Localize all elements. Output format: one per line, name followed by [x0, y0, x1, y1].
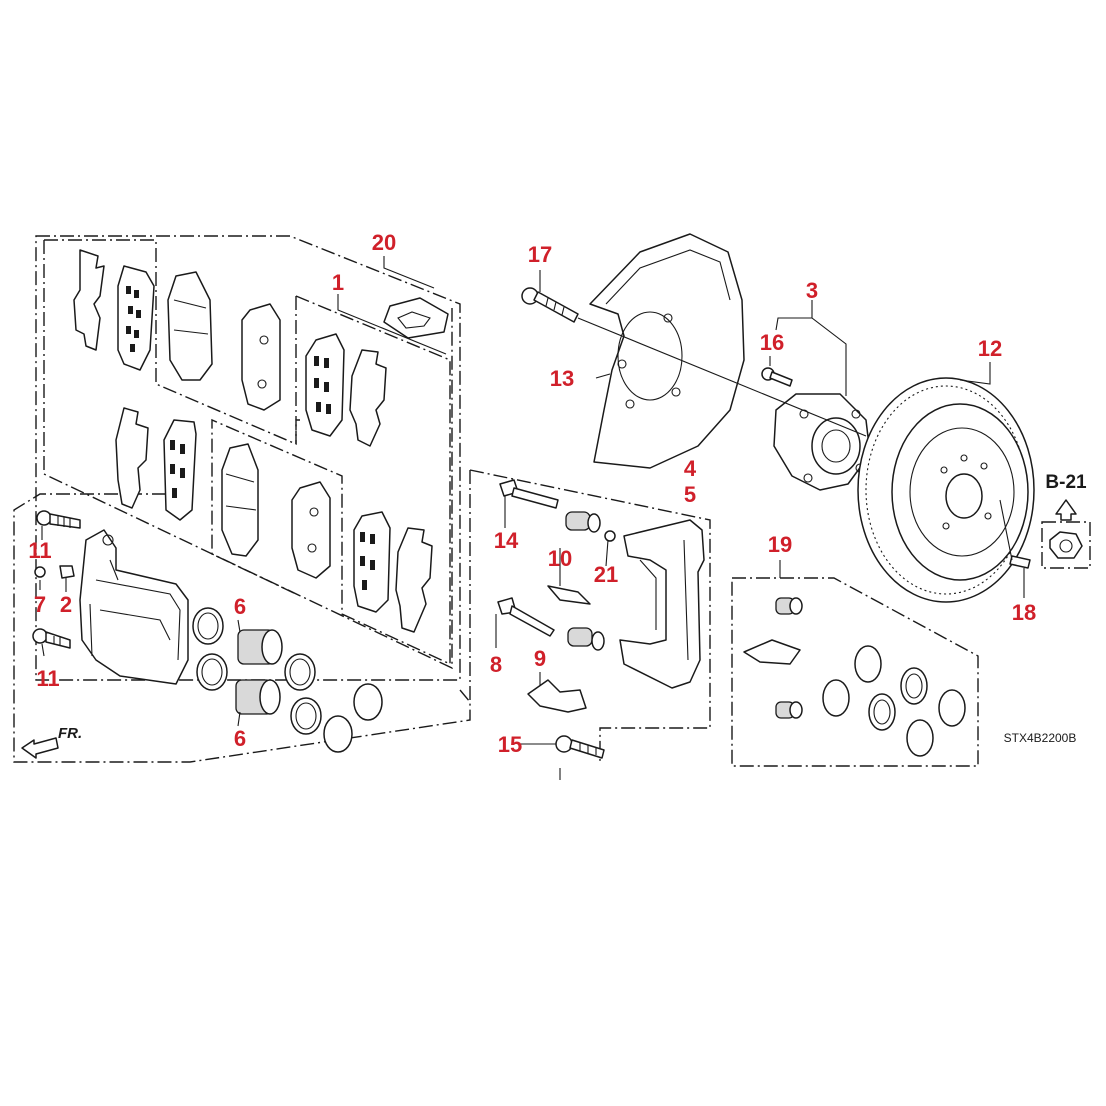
pad-shim-inner — [305, 297, 449, 447]
diagram-code: STX4B2200B — [1004, 731, 1077, 745]
bleeder-screw-2 — [59, 565, 75, 579]
caliper-bolt-11-upper — [36, 510, 81, 529]
bracket-bolt-15 — [555, 735, 605, 759]
callout-16: 16 — [760, 330, 784, 355]
group-box-19 — [731, 577, 979, 767]
callout-21: 21 — [594, 562, 618, 587]
guide-pin-14 — [499, 479, 559, 509]
callout-5: 5 — [684, 482, 696, 507]
callout-19: 19 — [768, 532, 792, 557]
callout-10: 10 — [548, 546, 572, 571]
callout-13: 13 — [550, 366, 574, 391]
splash-shield-13 — [589, 233, 745, 469]
pad-set-lower — [115, 407, 433, 633]
callout-6-lower: 6 — [234, 726, 246, 751]
group-box-1 — [211, 295, 451, 666]
retainer-9 — [527, 679, 587, 713]
caliper-body — [79, 529, 189, 685]
callout-11-upper: 11 — [28, 538, 51, 563]
callout-8: 8 — [490, 652, 502, 677]
callout-7: 7 — [34, 592, 46, 617]
cap-7 — [34, 566, 46, 578]
bushing-21 — [604, 530, 616, 542]
leader-lines — [39, 256, 1025, 780]
group-box-b21 — [1041, 521, 1091, 569]
piston-6 — [235, 629, 283, 715]
caliper-bracket-4-5 — [619, 519, 705, 689]
callout-9: 9 — [534, 646, 546, 671]
callout-1: 1 — [332, 270, 344, 295]
front-direction-arrow — [21, 737, 59, 759]
direction-label: FR. — [58, 725, 82, 742]
callout-12: 12 — [978, 336, 1002, 361]
callout-15: 15 — [498, 732, 522, 757]
callout-2: 2 — [60, 592, 72, 617]
callout-11-lower: 11 — [36, 666, 59, 691]
brake-pad — [167, 271, 281, 411]
callout-labels: 20 1 17 13 3 16 12 4 5 14 10 21 19 18 11… — [28, 230, 1036, 757]
guide-pin-8 — [497, 597, 555, 637]
reference-b21 — [1049, 499, 1083, 559]
callout-14: 14 — [494, 528, 519, 553]
retainer-10 — [547, 585, 591, 605]
callout-18: 18 — [1012, 600, 1036, 625]
callout-4: 4 — [684, 456, 697, 481]
hub-bolt-16 — [761, 367, 793, 387]
callout-17: 17 — [528, 242, 552, 267]
callout-3: 3 — [806, 278, 818, 303]
reference-label: B-21 — [1045, 472, 1087, 493]
callout-6-upper: 6 — [234, 594, 246, 619]
rotor-screw-18 — [1009, 555, 1031, 569]
brake-disc-12 — [857, 377, 1035, 603]
wheel-hub-3 — [773, 393, 871, 491]
repair-kit-19 — [743, 597, 966, 757]
seal-rings — [192, 607, 383, 753]
callout-20: 20 — [372, 230, 396, 255]
shield-bolt-17 — [521, 287, 579, 323]
pad-shim — [73, 249, 155, 371]
caliper-bolt-11-lower — [32, 628, 71, 649]
group-box-4-5 — [469, 469, 711, 764]
pin-boots — [565, 511, 605, 651]
group-box-caliper — [13, 493, 471, 763]
